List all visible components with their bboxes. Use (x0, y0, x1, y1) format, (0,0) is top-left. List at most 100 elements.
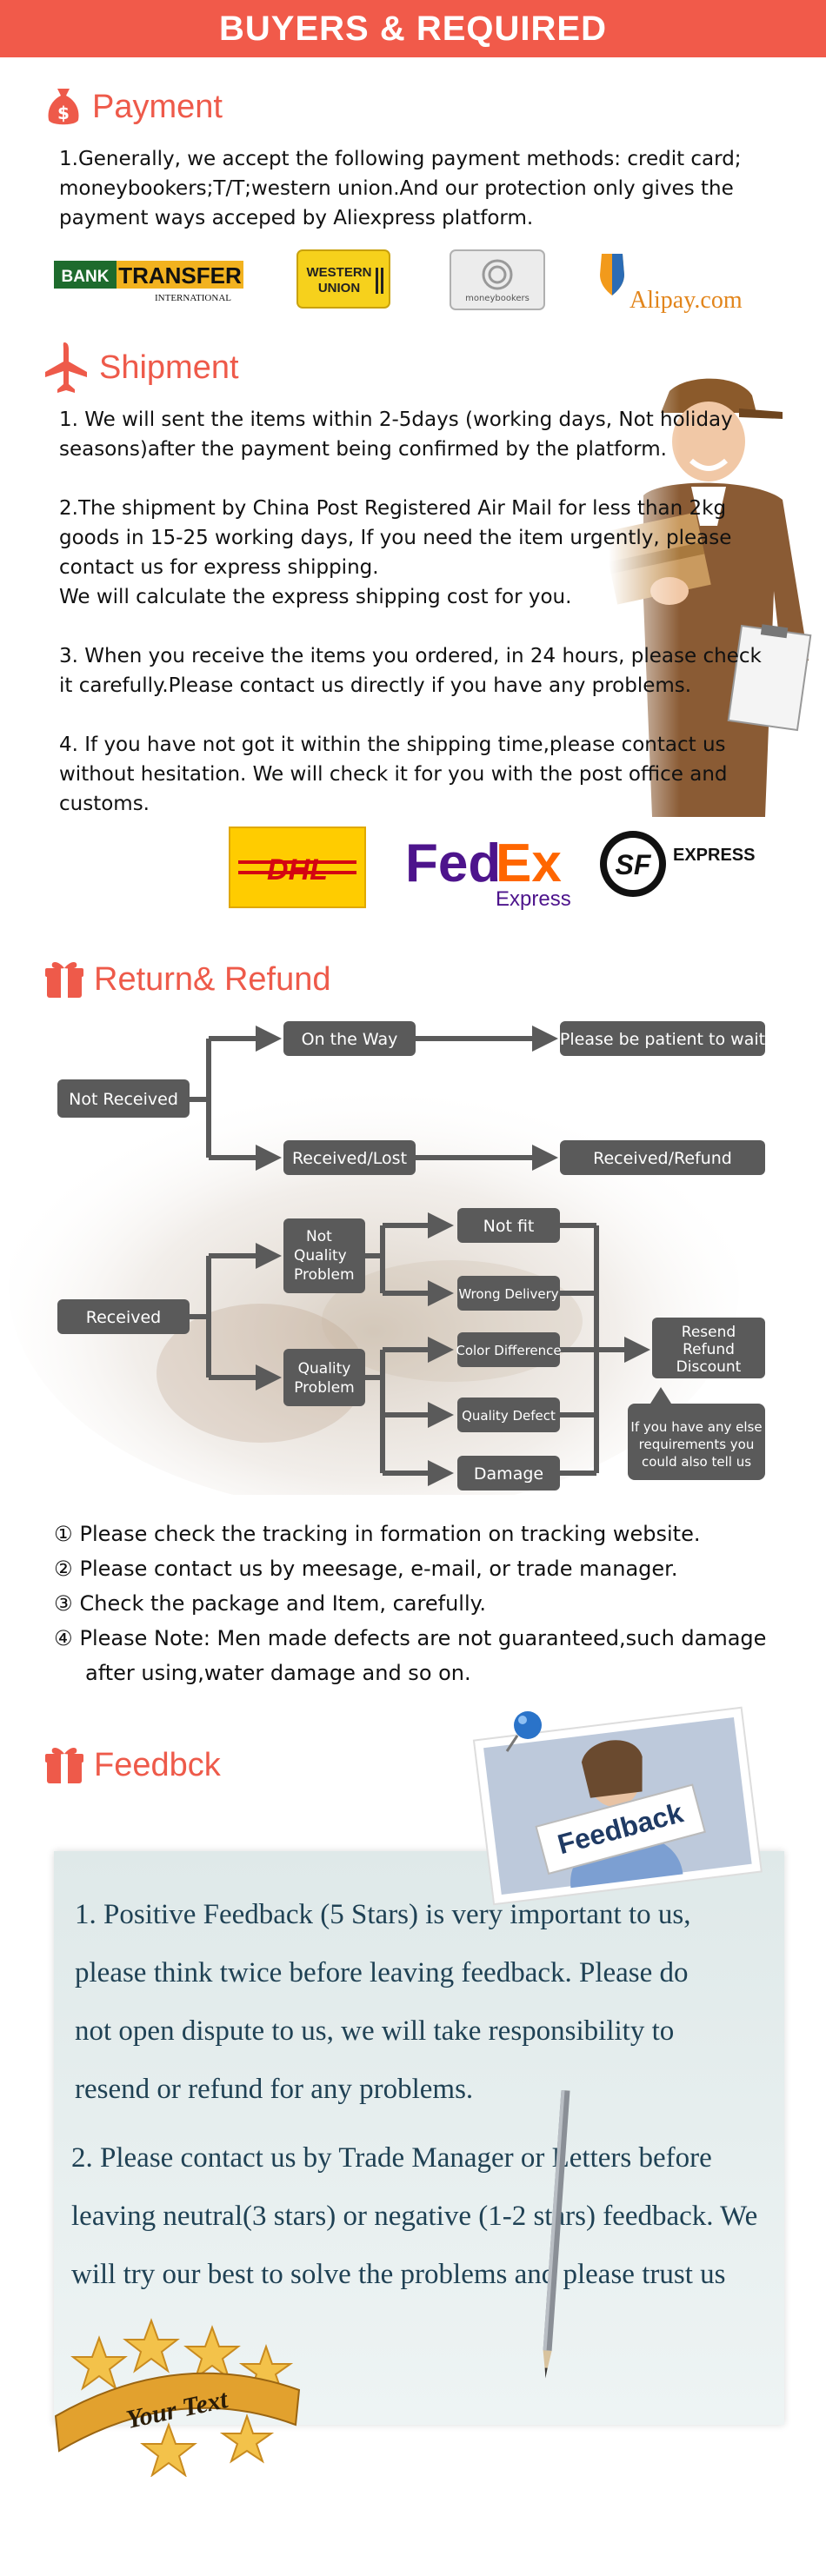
gift-box-icon (45, 962, 83, 998)
shipment-line: 2.The shipment by China Post Registered … (59, 497, 727, 520)
airplane-icon (45, 342, 87, 393)
label-wrong-delivery: Wrong Delivery (458, 1286, 558, 1302)
node-received-lost (283, 1140, 416, 1175)
label-on-the-way: On the Way (302, 1030, 398, 1049)
feedback-line: not open dispute to us, we will take res… (75, 2015, 675, 2047)
node-received-refund (560, 1140, 765, 1175)
note-text: Please check the tracking in formation o… (79, 1522, 701, 1546)
label-quality-2: Problem (294, 1379, 355, 1397)
node-damage (457, 1456, 560, 1490)
banner-title: BUYERS & REQUIRED (219, 9, 607, 48)
note-number: ① (54, 1522, 73, 1546)
label-else-1: If you have any else (630, 1419, 762, 1435)
label-quality-1: Quality (298, 1360, 351, 1378)
label-received-refund: Received/Refund (593, 1149, 732, 1168)
moneybookers-word: moneybookers (465, 294, 530, 303)
svg-text:$: $ (57, 103, 70, 123)
gift-box-icon (45, 1748, 83, 1783)
sf-express-logo: SF EXPRESS (596, 826, 770, 902)
alipay-word: Alipay.com (629, 287, 743, 314)
note-text: Please Note: Men made defects are not gu… (79, 1626, 767, 1650)
node-patient (560, 1021, 765, 1056)
label-not-quality-1: Not (306, 1228, 332, 1245)
moneybookers-logo: moneybookers (449, 249, 546, 311)
node-else-tail (650, 1387, 671, 1404)
label-patient: Please be patient to wait (560, 1030, 765, 1049)
dhl-logo: DHL (228, 826, 367, 909)
note-text: Please contact us by meesage, e-mail, or… (79, 1557, 678, 1581)
node-quality-defect (457, 1398, 560, 1432)
label-received-lost: Received/Lost (292, 1149, 407, 1168)
node-wrong-delivery (457, 1276, 560, 1311)
sf-express-word: EXPRESS (673, 846, 755, 865)
node-on-the-way (283, 1021, 416, 1056)
western-line2: UNION (318, 281, 360, 295)
shipment-title: Shipment (99, 349, 239, 386)
node-not-quality (283, 1218, 365, 1293)
fedex-logo: Fed Ex Express (402, 826, 584, 913)
label-resend-2: Refund (683, 1341, 735, 1358)
note-text: Check the package and Item, carefully. (79, 1591, 487, 1616)
refund-title: Return& Refund (94, 960, 331, 998)
feedback-line: resend or refund for any problems. (75, 2074, 474, 2105)
feedback-line: 2. Please contact us by Trade Manager or… (71, 2142, 712, 2174)
shipment-text: 1. We will sent the items within 2-5days… (59, 405, 772, 819)
pencil-illustration (539, 2081, 574, 2386)
payment-heading: $ Payment (45, 85, 223, 129)
feedback-text-1: 1. Positive Feedback (5 Stars) is very i… (75, 1886, 770, 2119)
shipment-line: We will calculate the express shipping c… (59, 586, 572, 608)
note-item: ① Please check the tracking in formation… (54, 1517, 802, 1551)
label-not-quality-3: Problem (294, 1266, 355, 1284)
feedback-card (54, 1851, 784, 2425)
bank-word: BANK (62, 268, 110, 286)
label-not-quality-2: Quality (294, 1247, 347, 1265)
top-banner: BUYERS & REQUIRED (0, 0, 826, 57)
shipment-line: it carefully.Please contact us directly … (59, 674, 692, 697)
shipment-line: 3. When you receive the items you ordere… (59, 645, 762, 667)
refund-heading: Return& Refund (45, 959, 331, 999)
node-else (628, 1404, 765, 1480)
shipment-line: seasons)after the payment being confirme… (59, 438, 667, 461)
payment-text: 1.Generally, we accept the following pay… (59, 144, 781, 233)
shipment-line: contact us for express shipping. (59, 556, 379, 579)
shipment-line: customs. (59, 793, 150, 815)
note-number: ③ (54, 1591, 73, 1616)
node-not-fit (457, 1208, 560, 1243)
node-not-received (57, 1079, 190, 1118)
fedex-fed: Fed (405, 833, 501, 893)
payment-title: Payment (92, 88, 223, 125)
note-number: ④ (54, 1626, 73, 1650)
label-received: Received (86, 1308, 161, 1327)
payment-line: moneybookers;T/T;western union.And our p… (59, 177, 734, 200)
label-else-3: could also tell us (642, 1454, 751, 1470)
refund-notes: ① Please check the tracking in formation… (54, 1517, 802, 1690)
note-item: ④ Please Note: Men made defects are not … (54, 1621, 802, 1656)
feedback-text-2: 2. Please contact us by Trade Manager or… (71, 2129, 784, 2304)
shipment-line: 4. If you have not got it within the shi… (59, 734, 726, 756)
feedback-photo: Feedback (465, 1699, 769, 1908)
label-else-2: requirements you (639, 1437, 755, 1452)
note-item: ② Please contact us by meesage, e-mail, … (54, 1551, 802, 1586)
node-quality (283, 1349, 365, 1406)
label-quality-defect: Quality Defect (462, 1408, 556, 1424)
feedback-line: leaving neutral(3 stars) or negative (1-… (71, 2201, 758, 2232)
label-resend-1: Resend (682, 1324, 736, 1341)
fedex-express: Express (496, 887, 571, 911)
refund-flow-diagram: Not Received On the Way Please be patien… (0, 1008, 826, 1512)
label-not-fit: Not fit (483, 1217, 535, 1236)
feedback-line: will try our best to solve the problems … (71, 2259, 726, 2290)
transfer-word: TRANSFER (118, 262, 242, 289)
feedback-line: 1. Positive Feedback (5 Stars) is very i… (75, 1899, 691, 1930)
label-not-received: Not Received (69, 1090, 178, 1109)
money-bag-icon: $ (48, 89, 79, 125)
dhl-word: DHL (267, 853, 328, 886)
label-damage: Damage (474, 1464, 543, 1484)
bank-transfer-logo: BANK TRANSFER INTERNATIONAL (54, 257, 245, 306)
payment-line: 1.Generally, we accept the following pay… (59, 148, 742, 170)
shipment-line: without hesitation. We will check it for… (59, 763, 728, 786)
label-color-difference: Color Difference (456, 1343, 561, 1358)
western-line1: WESTERN (307, 265, 372, 280)
your-text-badge: Your Text (38, 2312, 316, 2478)
fedex-ex: Ex (496, 833, 562, 893)
shipment-heading: Shipment (43, 341, 239, 395)
